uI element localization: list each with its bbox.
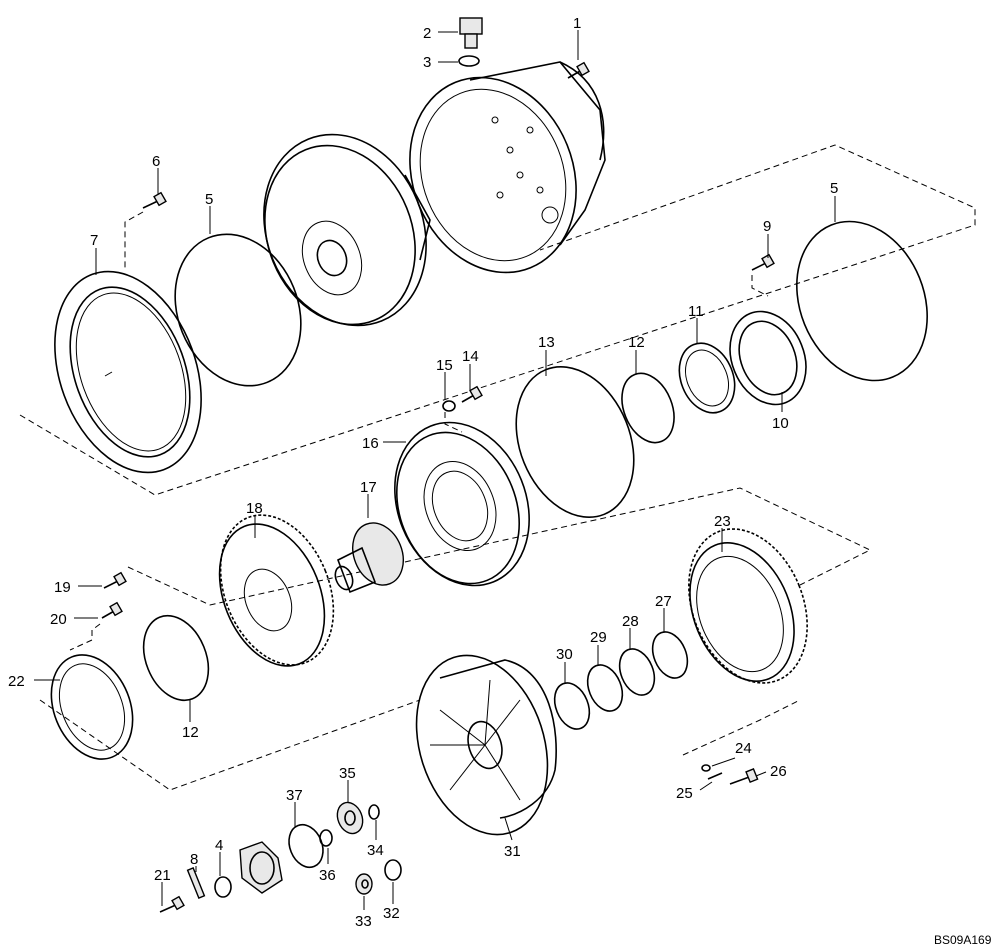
callout-35: 35 [339, 765, 356, 782]
callout-10: 10 [772, 415, 789, 432]
callout-12-upper: 12 [628, 334, 645, 351]
callout-5-right: 5 [830, 180, 838, 197]
seal-ring-28 [618, 648, 656, 696]
stator-housing [394, 421, 530, 587]
callout-5-left: 5 [205, 191, 213, 208]
bolt-guide-3 [444, 412, 463, 433]
ring-gear [688, 528, 808, 684]
callout-4: 4 [215, 837, 223, 854]
cover-flange [54, 270, 202, 474]
callout-12-lower: 12 [182, 724, 199, 741]
pump-housing [415, 654, 557, 836]
shim-ring-37 [288, 823, 324, 869]
bolt-guide-2 [751, 275, 769, 297]
callout-36: 36 [319, 867, 336, 884]
callout-9: 9 [763, 218, 771, 235]
callout-18: 18 [246, 500, 263, 517]
callout-17: 17 [360, 479, 377, 496]
callout-21: 21 [154, 867, 171, 884]
callout-37: 37 [286, 787, 303, 804]
callout-22: 22 [8, 673, 25, 690]
callout-8: 8 [190, 851, 198, 868]
cotter-pin [186, 867, 206, 899]
washer-32 [384, 859, 402, 881]
callout-7: 7 [90, 232, 98, 249]
cover-bolt [142, 191, 167, 209]
bolt-guide-4 [69, 623, 101, 651]
o-ring-seal-right [796, 220, 928, 382]
callout-2: 2 [423, 25, 431, 42]
callout-33: 33 [355, 913, 372, 930]
snap-ring [621, 372, 675, 444]
pin-bolt-assembly [701, 764, 759, 785]
drain-plug [459, 17, 483, 49]
o-ring-seal [174, 233, 302, 387]
housing-bolt [567, 61, 590, 79]
upper-assembly-outline [19, 144, 976, 496]
callout-29: 29 [590, 629, 607, 646]
callout-16: 16 [362, 435, 379, 452]
flange-bolt [159, 895, 185, 913]
callout-25: 25 [676, 785, 693, 802]
callout-20: 20 [50, 611, 67, 628]
callout-32: 32 [383, 905, 400, 922]
plate-bolt [101, 601, 123, 619]
output-nut [355, 873, 373, 895]
lock-plate [214, 876, 232, 898]
output-bearing [336, 801, 364, 835]
callout-24: 24 [735, 740, 752, 757]
leader-lines [34, 30, 836, 910]
callout-19: 19 [54, 579, 71, 596]
callout-13: 13 [538, 334, 555, 351]
callout-31: 31 [504, 843, 521, 860]
stator-shaft [334, 522, 404, 594]
middle-assembly-outline [127, 487, 872, 606]
callout-15: 15 [436, 357, 453, 374]
snap-ring-lower [142, 614, 210, 702]
callout-34: 34 [367, 842, 384, 859]
o-ring-36 [319, 829, 333, 847]
seal-ring-30 [553, 682, 591, 730]
lock-washer [442, 400, 456, 412]
callout-27: 27 [655, 593, 672, 610]
callout-11: 11 [688, 303, 704, 320]
seal-ring-29 [586, 664, 624, 712]
callout-23: 23 [714, 513, 731, 530]
lower-assembly-outline [39, 699, 421, 791]
seal-ring-27 [651, 631, 689, 679]
pump-bolt [751, 253, 775, 271]
o-ring-34 [368, 804, 380, 820]
gear-bolt [103, 571, 127, 589]
bolt-guide [124, 211, 144, 268]
callout-labels: 1 2 3 4 5 5 6 7 8 9 10 11 12 12 13 14 15… [8, 15, 838, 930]
callout-1: 1 [573, 15, 581, 32]
bearing-ring [678, 342, 736, 414]
callout-3: 3 [423, 54, 431, 71]
transmission-housing [409, 61, 606, 274]
callout-6: 6 [152, 153, 160, 170]
pump-gear-plate [218, 514, 335, 667]
end-plate [50, 654, 134, 760]
callout-26: 26 [770, 763, 787, 780]
callout-30: 30 [556, 646, 573, 663]
callout-28: 28 [622, 613, 639, 630]
output-flange [239, 841, 283, 894]
callout-14: 14 [462, 348, 479, 365]
torque-converter [263, 133, 431, 327]
drawing-code: BS09A169 [934, 933, 992, 947]
stator-bolt [461, 385, 483, 403]
bolt-group-outline [682, 699, 801, 756]
sealing-washer [458, 55, 480, 67]
